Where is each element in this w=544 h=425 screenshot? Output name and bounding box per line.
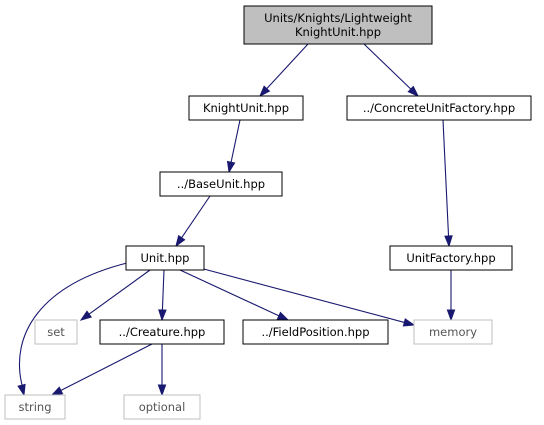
edge-line bbox=[179, 269, 281, 317]
node-box bbox=[99, 319, 225, 345]
node-unitfactory[interactable]: UnitFactory.hpp bbox=[389, 245, 513, 271]
node-label: memory bbox=[429, 325, 477, 339]
node-box bbox=[4, 394, 66, 420]
arrowhead-icon bbox=[157, 384, 167, 397]
node-box bbox=[125, 245, 205, 271]
node-unit[interactable]: Unit.hpp bbox=[125, 245, 205, 271]
node-label: ../BaseUnit.hpp bbox=[177, 177, 265, 191]
edge-root-to-concretefactory bbox=[363, 43, 420, 98]
node-box bbox=[243, 5, 433, 45]
edge-unitfactory-to-memory bbox=[446, 270, 456, 322]
node-set: set bbox=[34, 319, 78, 345]
node-label: ../ConcreteUnitFactory.hpp bbox=[363, 101, 515, 115]
arrowhead-icon bbox=[444, 235, 453, 248]
edge-baseunit-to-unit bbox=[175, 195, 211, 248]
node-string: string bbox=[4, 394, 66, 420]
edge-concretefactory-to-unitfactory bbox=[442, 119, 453, 248]
edge-line bbox=[199, 267, 406, 324]
edge-line bbox=[442, 119, 450, 238]
node-label: UnitFactory.hpp bbox=[406, 251, 495, 265]
arrowhead-icon bbox=[17, 383, 26, 397]
edge-line bbox=[363, 43, 412, 91]
arrowhead-icon bbox=[50, 386, 64, 396]
edge-line bbox=[230, 119, 241, 164]
edge-root-to-knightunit bbox=[258, 43, 309, 98]
edge-creature-to-optional bbox=[157, 344, 167, 397]
node-label: optional bbox=[139, 400, 186, 414]
node-memory: memory bbox=[413, 319, 493, 345]
edge-line bbox=[161, 269, 165, 312]
node-optional: optional bbox=[123, 394, 201, 420]
edge-knightunit-to-baseunit bbox=[226, 119, 241, 174]
node-box bbox=[34, 319, 78, 345]
node-label: KnightUnit.hpp bbox=[295, 25, 381, 39]
arrowhead-icon bbox=[276, 311, 290, 321]
node-label: Unit.hpp bbox=[141, 251, 190, 265]
edge-creature-to-string bbox=[50, 343, 153, 396]
node-box bbox=[389, 245, 513, 271]
node-label: KnightUnit.hpp bbox=[203, 101, 289, 115]
node-box bbox=[188, 95, 304, 121]
node-label: string bbox=[18, 400, 51, 414]
arrowhead-icon bbox=[226, 160, 236, 174]
edge-line bbox=[87, 269, 151, 316]
node-fieldposition[interactable]: ../FieldPosition.hpp bbox=[242, 319, 389, 345]
edge-line bbox=[265, 43, 309, 90]
node-label: ../FieldPosition.hpp bbox=[261, 325, 369, 339]
edge-layer bbox=[17, 43, 456, 397]
node-box bbox=[159, 171, 283, 197]
node-label: Units/Knights/Lightweight bbox=[264, 11, 412, 25]
arrowhead-icon bbox=[158, 309, 167, 322]
node-box bbox=[413, 319, 493, 345]
node-box bbox=[242, 319, 389, 345]
node-concretefactory[interactable]: ../ConcreteUnitFactory.hpp bbox=[346, 95, 532, 121]
arrowhead-icon bbox=[407, 85, 420, 98]
node-creature[interactable]: ../Creature.hpp bbox=[99, 319, 225, 345]
node-baseunit[interactable]: ../BaseUnit.hpp bbox=[159, 171, 283, 197]
edge-unit-to-set bbox=[79, 269, 151, 321]
node-label: set bbox=[47, 325, 65, 339]
edge-unit-to-creature bbox=[158, 269, 167, 322]
node-box bbox=[123, 394, 201, 420]
arrowhead-icon bbox=[258, 85, 271, 98]
arrowhead-icon bbox=[402, 318, 416, 327]
edge-line bbox=[180, 195, 211, 239]
node-label: ../Creature.hpp bbox=[119, 325, 206, 339]
node-knightunit[interactable]: KnightUnit.hpp bbox=[188, 95, 304, 121]
edge-unit-to-memory bbox=[199, 267, 416, 327]
arrowhead-icon bbox=[446, 309, 456, 322]
node-layer: Units/Knights/LightweightKnightUnit.hppK… bbox=[4, 5, 532, 420]
edge-line bbox=[59, 343, 153, 392]
edge-line bbox=[18, 262, 128, 386]
edge-unit-to-string bbox=[17, 262, 128, 397]
node-box bbox=[346, 95, 532, 121]
arrowhead-icon bbox=[175, 234, 186, 248]
arrowhead-icon bbox=[79, 310, 93, 321]
